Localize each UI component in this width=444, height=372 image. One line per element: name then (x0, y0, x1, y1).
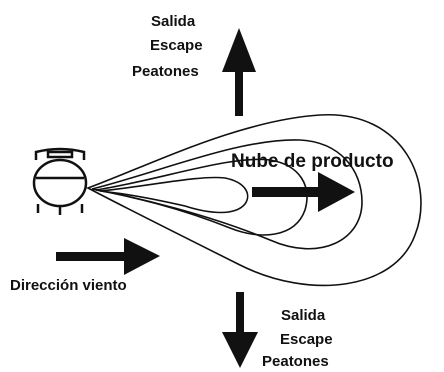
arrow-right-icon (56, 238, 160, 275)
cloud-label: Nube de producto (231, 151, 394, 172)
arrow-right-icon (252, 172, 355, 212)
arrow-up-icon (222, 28, 256, 116)
product-cloud-plumes (86, 114, 422, 287)
top-exit-label-line3: Peatones (132, 63, 199, 80)
bottom-exit-label-line3: Peatones (262, 353, 329, 370)
plume-outer (86, 114, 422, 287)
wind-direction-label: Dirección viento (10, 277, 127, 294)
bottom-exit-label-line1: Salida (281, 307, 326, 324)
bottom-exit-label-line2: Escape (280, 331, 333, 348)
storage-tank-icon (32, 147, 88, 215)
plume-core (99, 176, 249, 214)
plume-inner (95, 158, 308, 236)
top-exit-label-line2: Escape (150, 37, 203, 54)
top-exit-label-line1: Salida (151, 13, 196, 30)
plume-middle (91, 139, 363, 250)
arrow-down-icon (222, 292, 258, 368)
